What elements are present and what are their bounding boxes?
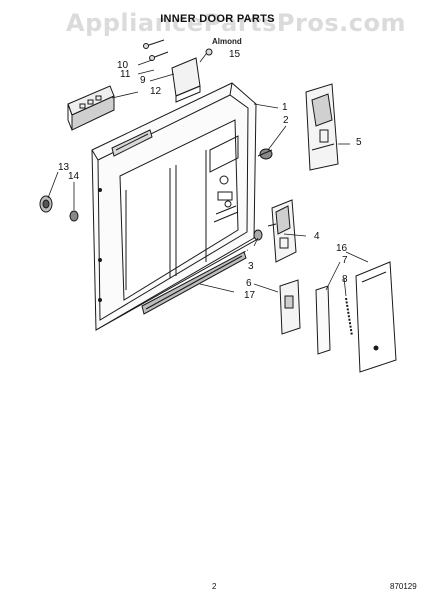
callout-3: 3	[248, 261, 254, 272]
control-panel-insert	[67, 85, 115, 131]
callout-17: 17	[244, 290, 256, 301]
clip-3	[253, 229, 263, 241]
latch-assembly-4	[267, 199, 297, 263]
callout-9: 9	[140, 75, 146, 86]
callout-11: 11	[120, 69, 131, 80]
callout-2: 2	[283, 115, 289, 126]
callout-15: 15	[229, 49, 241, 60]
callout-7: 7	[342, 255, 348, 266]
hinge-pin-2	[257, 148, 273, 160]
spring-8	[345, 297, 353, 337]
callout-16: 16	[336, 243, 348, 254]
callout-1: 1	[282, 102, 288, 113]
rod-7	[315, 285, 331, 355]
dispenser-module-5	[305, 83, 339, 171]
washer-14	[69, 210, 79, 222]
callout-6: 6	[246, 278, 252, 289]
watermark: AppliancePartsPros.com	[66, 9, 406, 37]
callout-12: 12	[150, 86, 162, 97]
inner-door-panel	[91, 82, 257, 331]
color-label: Almond	[212, 37, 242, 46]
door-cover-panel-16	[355, 261, 397, 373]
diagram-title: INNER DOOR PARTS	[160, 13, 275, 25]
screw-11	[149, 51, 169, 61]
latch-6	[279, 279, 301, 335]
callout-14: 14	[68, 171, 80, 182]
page-number: 2	[212, 582, 217, 591]
screw-10	[143, 39, 165, 49]
callout-10: 10	[117, 60, 129, 71]
door-knob-13	[39, 195, 53, 213]
vent-gasket-strip	[141, 251, 247, 315]
callout-8: 8	[342, 274, 348, 285]
screw-15	[205, 48, 213, 56]
document-code: 870129	[390, 582, 417, 591]
callout-4: 4	[314, 231, 320, 242]
callout-13: 13	[58, 162, 70, 173]
callout-5: 5	[356, 137, 362, 148]
latch-bracket	[171, 57, 201, 103]
